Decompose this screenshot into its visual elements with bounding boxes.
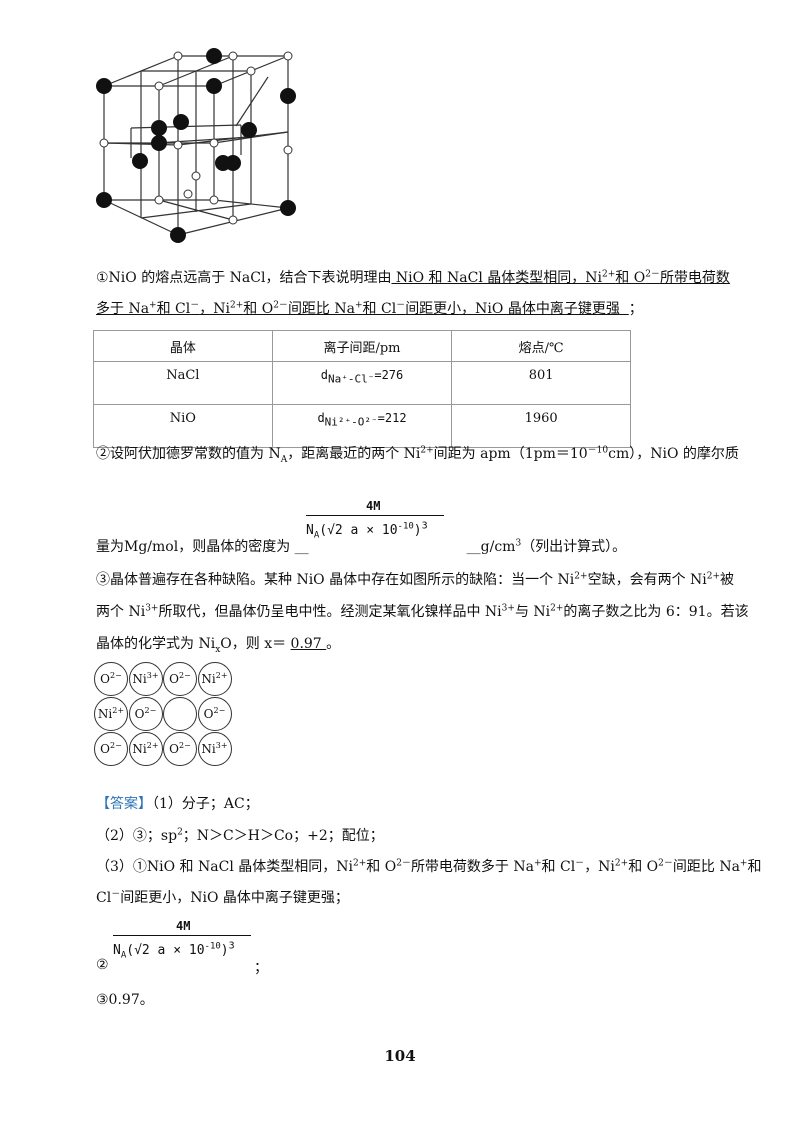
q3-line1: ③晶体普遍存在各种缺陷。某种 NiO 晶体中存在如图所示的缺陷：当一个 Ni2+…: [96, 571, 735, 588]
answer-line5-circle: ②: [96, 957, 109, 973]
ion-o: O2−: [197, 697, 232, 731]
table-row: NaCl dNa⁺-Cl⁻=276 801: [93, 361, 631, 405]
density-fraction-bar: [306, 515, 444, 516]
q3-line2: 两个 Ni3+所取代，但晶体仍呈电中性。经测定某氧化镍样品中 Ni3+与 Ni2…: [96, 603, 749, 620]
ion-ni: Ni2+: [128, 732, 163, 766]
table-header-crystal: 晶体: [93, 330, 273, 362]
nacl-lattice-figure: [96, 48, 296, 243]
q2-line2: 量为Mg/mol，则晶体的密度为 ____g/cm3（列出计算式）。: [96, 538, 627, 555]
answer-line1: 【答案】（1）分子；AC；: [96, 796, 259, 812]
density-fraction-denominator: NA(√2 a × 10-10)3: [306, 520, 428, 541]
q3-line3: 晶体的化学式为 NixO，则 x＝ 0.97 。: [96, 636, 341, 655]
answer-line2: （2）③；sp2；N＞C＞H＞Co；+2；配位；: [96, 827, 384, 844]
ion-distance-table: 晶体 离子间距/pm 熔点/℃ NaCl dNa⁺-Cl⁻=276 801 Ni…: [93, 330, 631, 448]
table-row: NiO dNi²⁺-O²⁻=212 1960: [93, 404, 631, 448]
ion-vacancy: [163, 697, 197, 731]
ion-ni: Ni2+: [94, 697, 128, 731]
ion-ni: Ni2+: [197, 662, 232, 696]
answer-label: 【答案】: [96, 796, 152, 812]
ion-ni: Ni3+: [128, 662, 163, 696]
answer-fraction-numerator: 4M: [176, 919, 191, 933]
answer-line6: ③0.97。: [96, 992, 154, 1008]
density-fraction-numerator: 4M: [366, 499, 381, 513]
ion-o: O2−: [163, 732, 197, 766]
q3-answer-blank: 0.97: [290, 636, 327, 652]
ion-o: O2−: [128, 697, 163, 731]
q2-line1: ②设阿伏加德罗常数的值为 NA，距离最近的两个 Ni2+间距为 apm（1pm＝…: [96, 445, 739, 465]
ion-o: O2−: [163, 662, 197, 696]
table-header-mp: 熔点/℃: [451, 330, 631, 362]
q1-line1: ①NiO 的熔点远高于 NaCl，结合下表说明理由 NiO 和 NaCl 晶体类…: [96, 269, 730, 286]
answer-line4: Cl－间距更小，NiO 晶体中离子键更强；: [96, 889, 349, 906]
ion-o: O2−: [94, 662, 128, 696]
nio-defect-grid: O2−Ni3+O2−Ni2+Ni2+O2−O2−O2−Ni2+O2−Ni3+: [94, 662, 234, 770]
table-header-distance: 离子间距/pm: [271, 330, 453, 362]
answer-fraction-denominator: NA(√2 a × 10-10)3: [113, 940, 235, 961]
page-number: 104: [384, 1047, 416, 1065]
answer-line3: （3）①NiO 和 NaCl 晶体类型相同，Ni2+和 O2－所带电荷数多于 N…: [96, 858, 762, 875]
q1-line2: 多于 Na+和 Cl－，Ni2+和 O2－间距比 Na+和 Cl－间距更小，Ni…: [96, 300, 643, 317]
ion-o: O2−: [94, 732, 128, 766]
answer-fraction-bar: [113, 935, 251, 936]
ion-ni: Ni3+: [197, 732, 232, 766]
answer-line5-end: ；: [254, 960, 268, 976]
